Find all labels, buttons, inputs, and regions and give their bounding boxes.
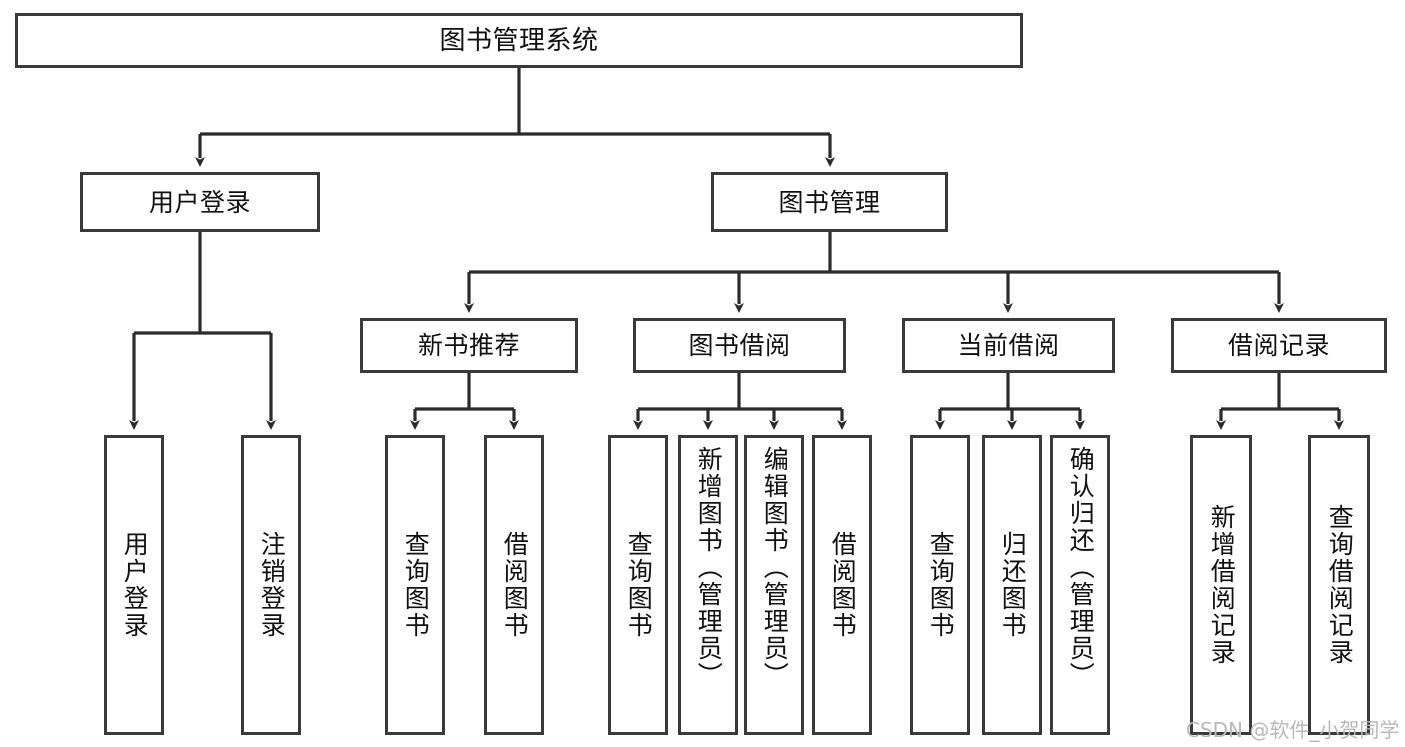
leaf-borrow-books-label: 借阅图书 (828, 531, 858, 639)
leaf-logout[interactable]: 注销登录 (241, 435, 301, 735)
node-new-book-recommend[interactable]: 新书推荐 (360, 318, 578, 373)
leaf-borrow-books-recommend-label: 借阅图书 (500, 531, 530, 639)
leaf-add-book-admin[interactable]: 新增图书（管理员） (678, 435, 738, 735)
leaf-return-books[interactable]: 归还图书 (982, 435, 1042, 735)
leaf-return-books-label: 归还图书 (998, 531, 1028, 639)
leaf-add-borrow-record[interactable]: 新增借阅记录 (1190, 435, 1252, 735)
node-root[interactable]: 图书管理系统 (15, 13, 1023, 68)
node-book-management[interactable]: 图书管理 (711, 172, 948, 232)
node-book-borrow[interactable]: 图书借阅 (633, 318, 846, 373)
leaf-edit-book-admin[interactable]: 编辑图书（管理员） (744, 435, 804, 735)
node-user-login[interactable]: 用户登录 (80, 172, 320, 232)
leaf-add-borrow-record-label: 新增借阅记录 (1207, 504, 1237, 666)
leaf-user-login-label: 用户登录 (120, 531, 150, 639)
leaf-query-borrow-record[interactable]: 查询借阅记录 (1308, 435, 1370, 735)
leaf-confirm-return-admin-label: 确认归还（管理员） (1066, 446, 1096, 689)
leaf-query-books-borrow[interactable]: 查询图书 (608, 435, 668, 735)
leaf-borrow-books[interactable]: 借阅图书 (812, 435, 872, 735)
node-current-borrow-label: 当前借阅 (957, 331, 1060, 360)
node-root-label: 图书管理系统 (439, 25, 599, 56)
node-user-login-label: 用户登录 (148, 187, 251, 217)
leaf-edit-book-admin-label: 编辑图书（管理员） (760, 446, 790, 689)
csdn-watermark: CSDN @软件_小贺同学 (1186, 718, 1400, 742)
leaf-query-borrow-record-label: 查询借阅记录 (1325, 504, 1355, 666)
node-borrow-records[interactable]: 借阅记录 (1171, 318, 1387, 373)
leaf-query-books-recommend-label: 查询图书 (401, 531, 431, 639)
leaf-query-books-current-label: 查询图书 (926, 531, 956, 639)
node-book-borrow-label: 图书借阅 (688, 331, 791, 360)
node-borrow-records-label: 借阅记录 (1227, 331, 1330, 360)
leaf-confirm-return-admin[interactable]: 确认归还（管理员） (1050, 435, 1110, 735)
leaf-add-book-admin-label: 新增图书（管理员） (694, 446, 724, 689)
leaf-query-books-current[interactable]: 查询图书 (910, 435, 970, 735)
leaf-logout-label: 注销登录 (257, 531, 287, 639)
node-book-management-label: 图书管理 (778, 187, 881, 217)
leaf-query-books-borrow-label: 查询图书 (624, 531, 654, 639)
leaf-query-books-recommend[interactable]: 查询图书 (385, 435, 445, 735)
leaf-user-login[interactable]: 用户登录 (104, 435, 164, 735)
node-current-borrow[interactable]: 当前借阅 (902, 318, 1115, 373)
leaf-borrow-books-recommend[interactable]: 借阅图书 (484, 435, 544, 735)
node-new-book-recommend-label: 新书推荐 (417, 331, 520, 360)
